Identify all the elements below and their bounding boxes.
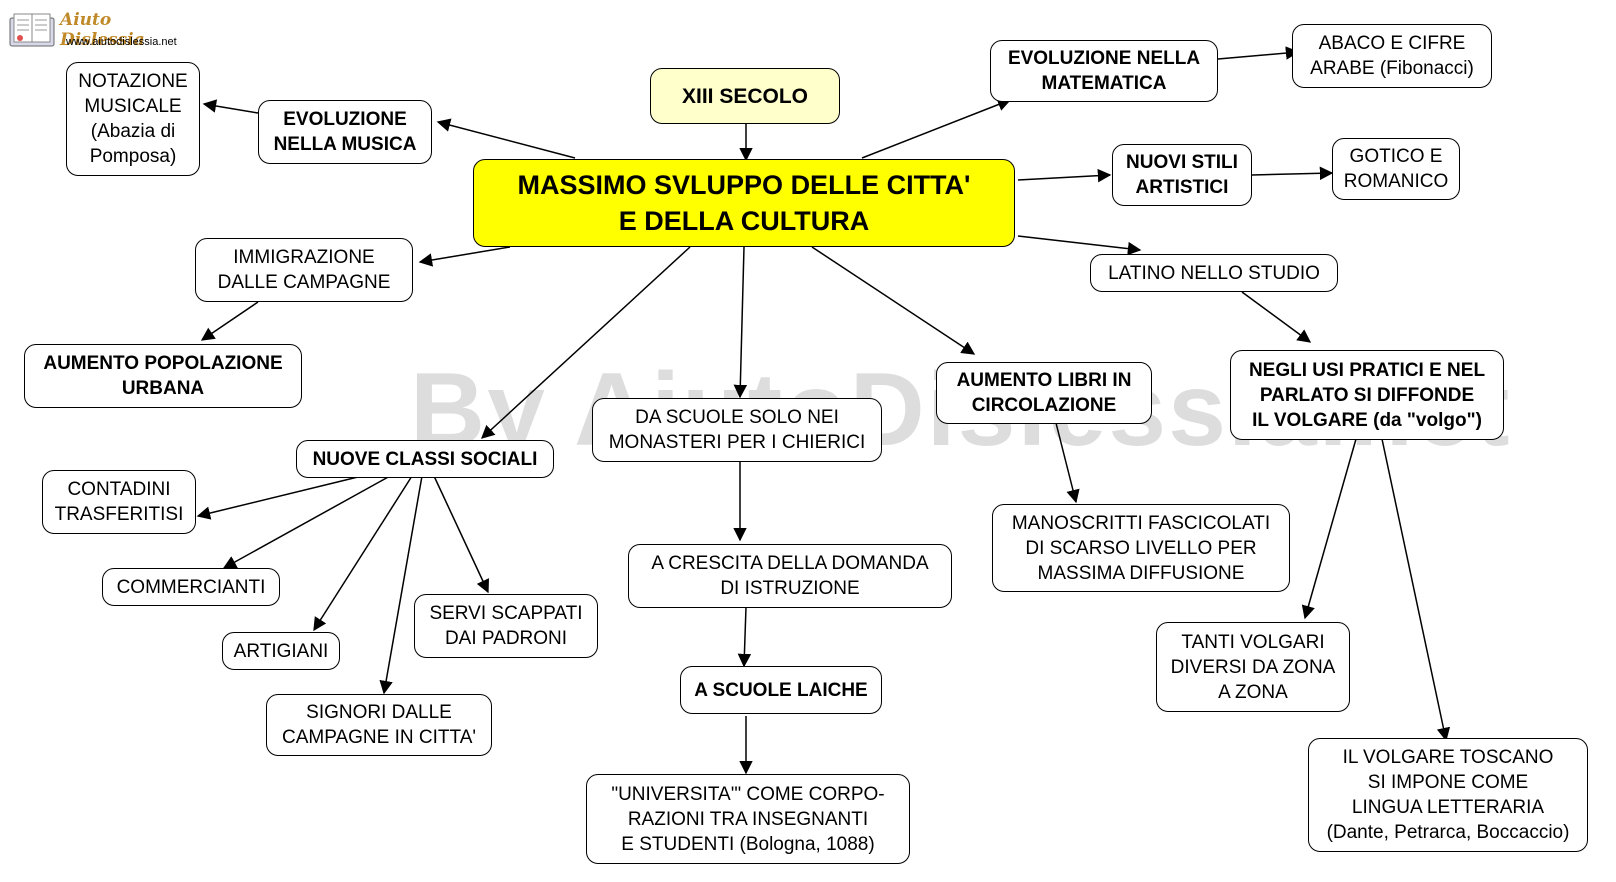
logo-title: Aiuto Dislessia [60,10,145,50]
link-central-math [861,98,1012,159]
node-abacus: ABACO E CIFRE ARABE (Fibonacci) [1292,24,1492,88]
node-latin-study: LATINO NELLO STUDIO [1090,254,1338,292]
link-social-lords [379,475,423,695]
node-immigration: IMMIGRAZIONE DALLE CAMPAGNE [195,238,413,302]
node-math-evolution: EVOLUZIONE NELLA MATEMATICA [990,40,1218,102]
site-logo[interactable]: Aiuto Dislessia www.aiutodislessia.net [8,8,188,52]
node-social-classes: NUOVE CLASSI SOCIALI [296,440,554,478]
node-artisans: ARTIGIANI [222,632,340,670]
logo-url: www.aiutodislessia.net [66,36,177,48]
link-social-artisans [313,475,413,632]
link-central-social [481,246,691,439]
link-central-art [1017,168,1112,183]
node-music-evolution: EVOLUZIONE NELLA MUSICA [258,100,432,164]
node-merchants: COMMERCIANTI [102,568,280,606]
link-math-abacus [1217,46,1300,60]
link-books-manuscripts [1055,422,1080,504]
link-music-notation [202,99,259,114]
node-time-period: XIII SECOLO [650,68,840,124]
node-lay-schools: A SCUOLE LAICHE [680,666,882,714]
node-central-topic: MASSIMO SVLUPPO DELLE CITTA' E DELLA CUL… [473,159,1015,247]
link-latin-vulgar [1241,291,1312,343]
link-central-latin [1017,235,1142,256]
link-social-serfs [433,475,489,594]
node-books-circulation: AUMENTO LIBRI IN CIRCOLAZIONE [936,362,1152,424]
node-farmers: CONTADINI TRASFERITISI [42,470,196,534]
node-musical-notation: NOTAZIONE MUSICALE (Abazia di Pomposa) [66,62,200,176]
book-icon [9,13,55,47]
node-gothic: GOTICO E ROMANICO [1332,138,1460,200]
node-tuscan-vulgar: IL VOLGARE TOSCANO SI IMPONE COME LINGUA… [1308,738,1588,852]
node-education-demand: A CRESCITA DELLA DOMANDA DI ISTRUZIONE [628,544,952,608]
link-demand-lay [737,606,752,668]
link-art-gothic [1251,166,1334,181]
link-central-immigration [418,246,511,267]
node-vulgar-spread: NEGLI USI PRATICI E NEL PARLATO SI DIFFO… [1230,350,1504,440]
node-urban-population: AUMENTO POPOLAZIONE URBANA [24,344,302,408]
link-central-music [436,118,576,159]
link-central-books [811,246,976,355]
node-lords: SIGNORI DALLE CAMPAGNE IN CITTA' [266,694,492,756]
link-social-merchants [222,475,391,569]
node-many-vulgars: TANTI VOLGARI DIVERSI DA ZONA A ZONA [1156,622,1350,712]
link-social-farmers [196,475,363,520]
node-manuscripts: MANOSCRITTI FASCICOLATI DI SCARSO LIVELL… [992,504,1290,592]
node-serfs: SERVI SCAPPATI DAI PADRONI [414,594,598,658]
node-art-styles: NUOVI STILI ARTISTICI [1112,144,1252,206]
link-vulgar-many [1301,438,1357,620]
link-immigration-population [200,301,259,341]
link-central-schools [733,246,748,399]
node-universities: "UNIVERSITA'" COME CORPO- RAZIONI TRA IN… [586,774,910,864]
node-monastery-schools: DA SCUOLE SOLO NEI MONASTERI PER I CHIER… [592,398,882,462]
link-vulgar-tuscan [1381,438,1451,742]
